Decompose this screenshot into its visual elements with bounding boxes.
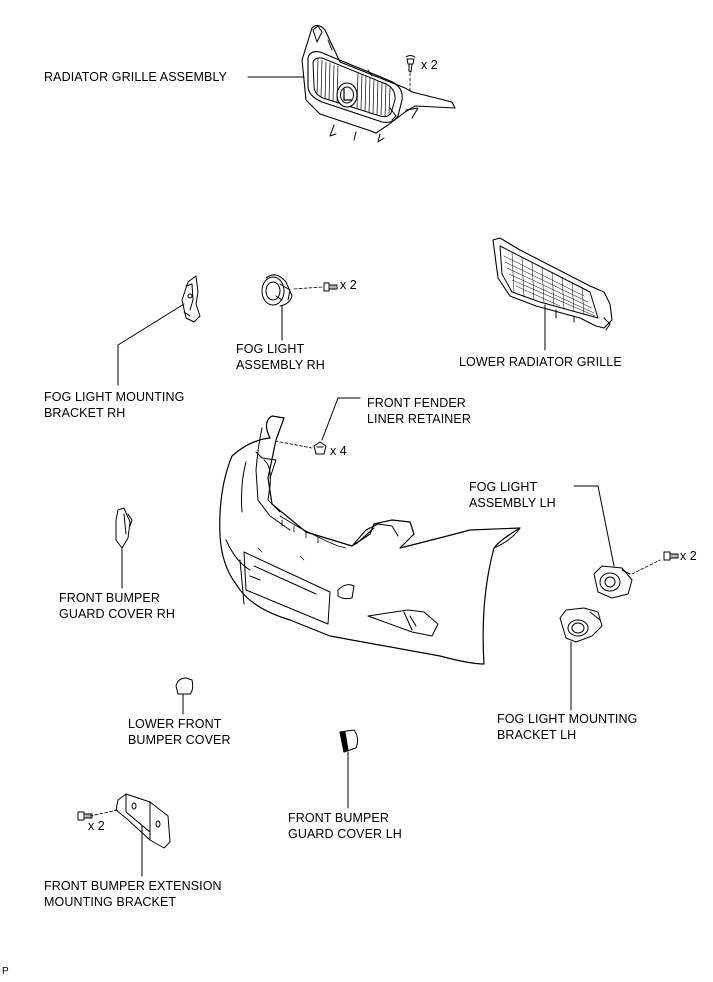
qty-fog-lh-screws: x 2 <box>680 549 697 563</box>
extension-screw-icon <box>77 811 93 821</box>
front-bumper-guard-cover-lh-part <box>339 729 359 753</box>
label-line: ASSEMBLY RH <box>236 358 325 372</box>
fog-bracket-rh-leader-line <box>117 303 185 346</box>
fog-light-mounting-bracket-lh-part <box>559 607 603 643</box>
qty-extension-screws: x 2 <box>88 819 105 833</box>
figure-code: P <box>2 966 9 977</box>
fog-rh-screw-icon <box>323 282 338 292</box>
label-line: LOWER FRONT <box>128 717 222 731</box>
label-line: FOG LIGHT MOUNTING <box>44 390 185 404</box>
label-line: FOG LIGHT <box>236 342 305 356</box>
label-line: GUARD COVER LH <box>288 827 402 841</box>
label-line: LINER RETAINER <box>367 412 471 426</box>
fog-lh-screw-guide-line <box>631 559 661 575</box>
label-line: FRONT FENDER <box>367 396 466 410</box>
qty-fog-rh-screws: x 2 <box>340 278 357 292</box>
label-radiator-grille-assembly: RADIATOR GRILLE ASSEMBLY <box>44 70 228 84</box>
fender-retainer-icon <box>313 441 327 455</box>
label-line: ASSEMBLY LH <box>469 496 556 510</box>
fog-light-lh-leader-line <box>573 485 615 567</box>
front-bumper-cover-part <box>219 415 521 665</box>
label-fog-light-assembly-lh: FOG LIGHT ASSEMBLY LH <box>469 479 556 511</box>
label-front-bumper-guard-cover-rh: FRONT BUMPER GUARD COVER RH <box>59 590 175 622</box>
fog-rh-screw-guide-line <box>293 286 323 290</box>
label-line: BRACKET LH <box>497 728 577 742</box>
lower-front-bumper-cover-part <box>175 677 194 695</box>
label-line: BUMPER COVER <box>128 733 231 747</box>
fog-light-mounting-bracket-rh-part <box>181 275 201 323</box>
label-line: MOUNTING BRACKET <box>44 895 177 909</box>
fender-retainer-leader-line <box>321 397 339 441</box>
label-line: FOG LIGHT <box>469 480 538 494</box>
label-fog-light-mounting-bracket-lh: FOG LIGHT MOUNTING BRACKET LH <box>497 711 637 743</box>
label-line: FRONT BUMPER EXTENSION <box>44 879 222 893</box>
label-front-bumper-extension-mounting-bracket: FRONT BUMPER EXTENSION MOUNTING BRACKET <box>44 878 222 910</box>
qty-fender-retainers: x 4 <box>330 444 347 458</box>
label-line: FRONT BUMPER <box>288 811 389 825</box>
front-bumper-guard-cover-rh-part <box>115 507 133 549</box>
label-line: GUARD COVER RH <box>59 607 175 621</box>
grille-clip-icon <box>405 55 416 73</box>
fender-retainer-guide-line <box>269 439 313 449</box>
fog-light-assembly-lh-part <box>593 565 633 599</box>
extension-screw-guide-line <box>89 809 119 817</box>
lower-radiator-grille-part <box>492 237 613 331</box>
label-lower-front-bumper-cover: LOWER FRONT BUMPER COVER <box>128 716 231 748</box>
front-bumper-extension-mounting-bracket-part <box>115 793 171 849</box>
label-fog-light-assembly-rh: FOG LIGHT ASSEMBLY RH <box>236 341 325 373</box>
radiator-grille-assembly-part <box>301 24 456 143</box>
fog-light-assembly-rh-part <box>261 274 293 307</box>
label-lower-radiator-grille: LOWER RADIATOR GRILLE <box>459 355 622 369</box>
label-line: FRONT BUMPER <box>59 591 160 605</box>
label-front-bumper-guard-cover-lh: FRONT BUMPER GUARD COVER LH <box>288 810 402 842</box>
fog-lh-screw-icon <box>663 551 679 561</box>
label-front-fender-liner-retainer: FRONT FENDER LINER RETAINER <box>367 395 471 427</box>
qty-grille-clips: x 2 <box>421 58 438 72</box>
label-line: FOG LIGHT MOUNTING <box>497 712 638 726</box>
label-line: BRACKET RH <box>44 406 126 420</box>
label-fog-light-mounting-bracket-rh: FOG LIGHT MOUNTING BRACKET RH <box>44 389 184 421</box>
